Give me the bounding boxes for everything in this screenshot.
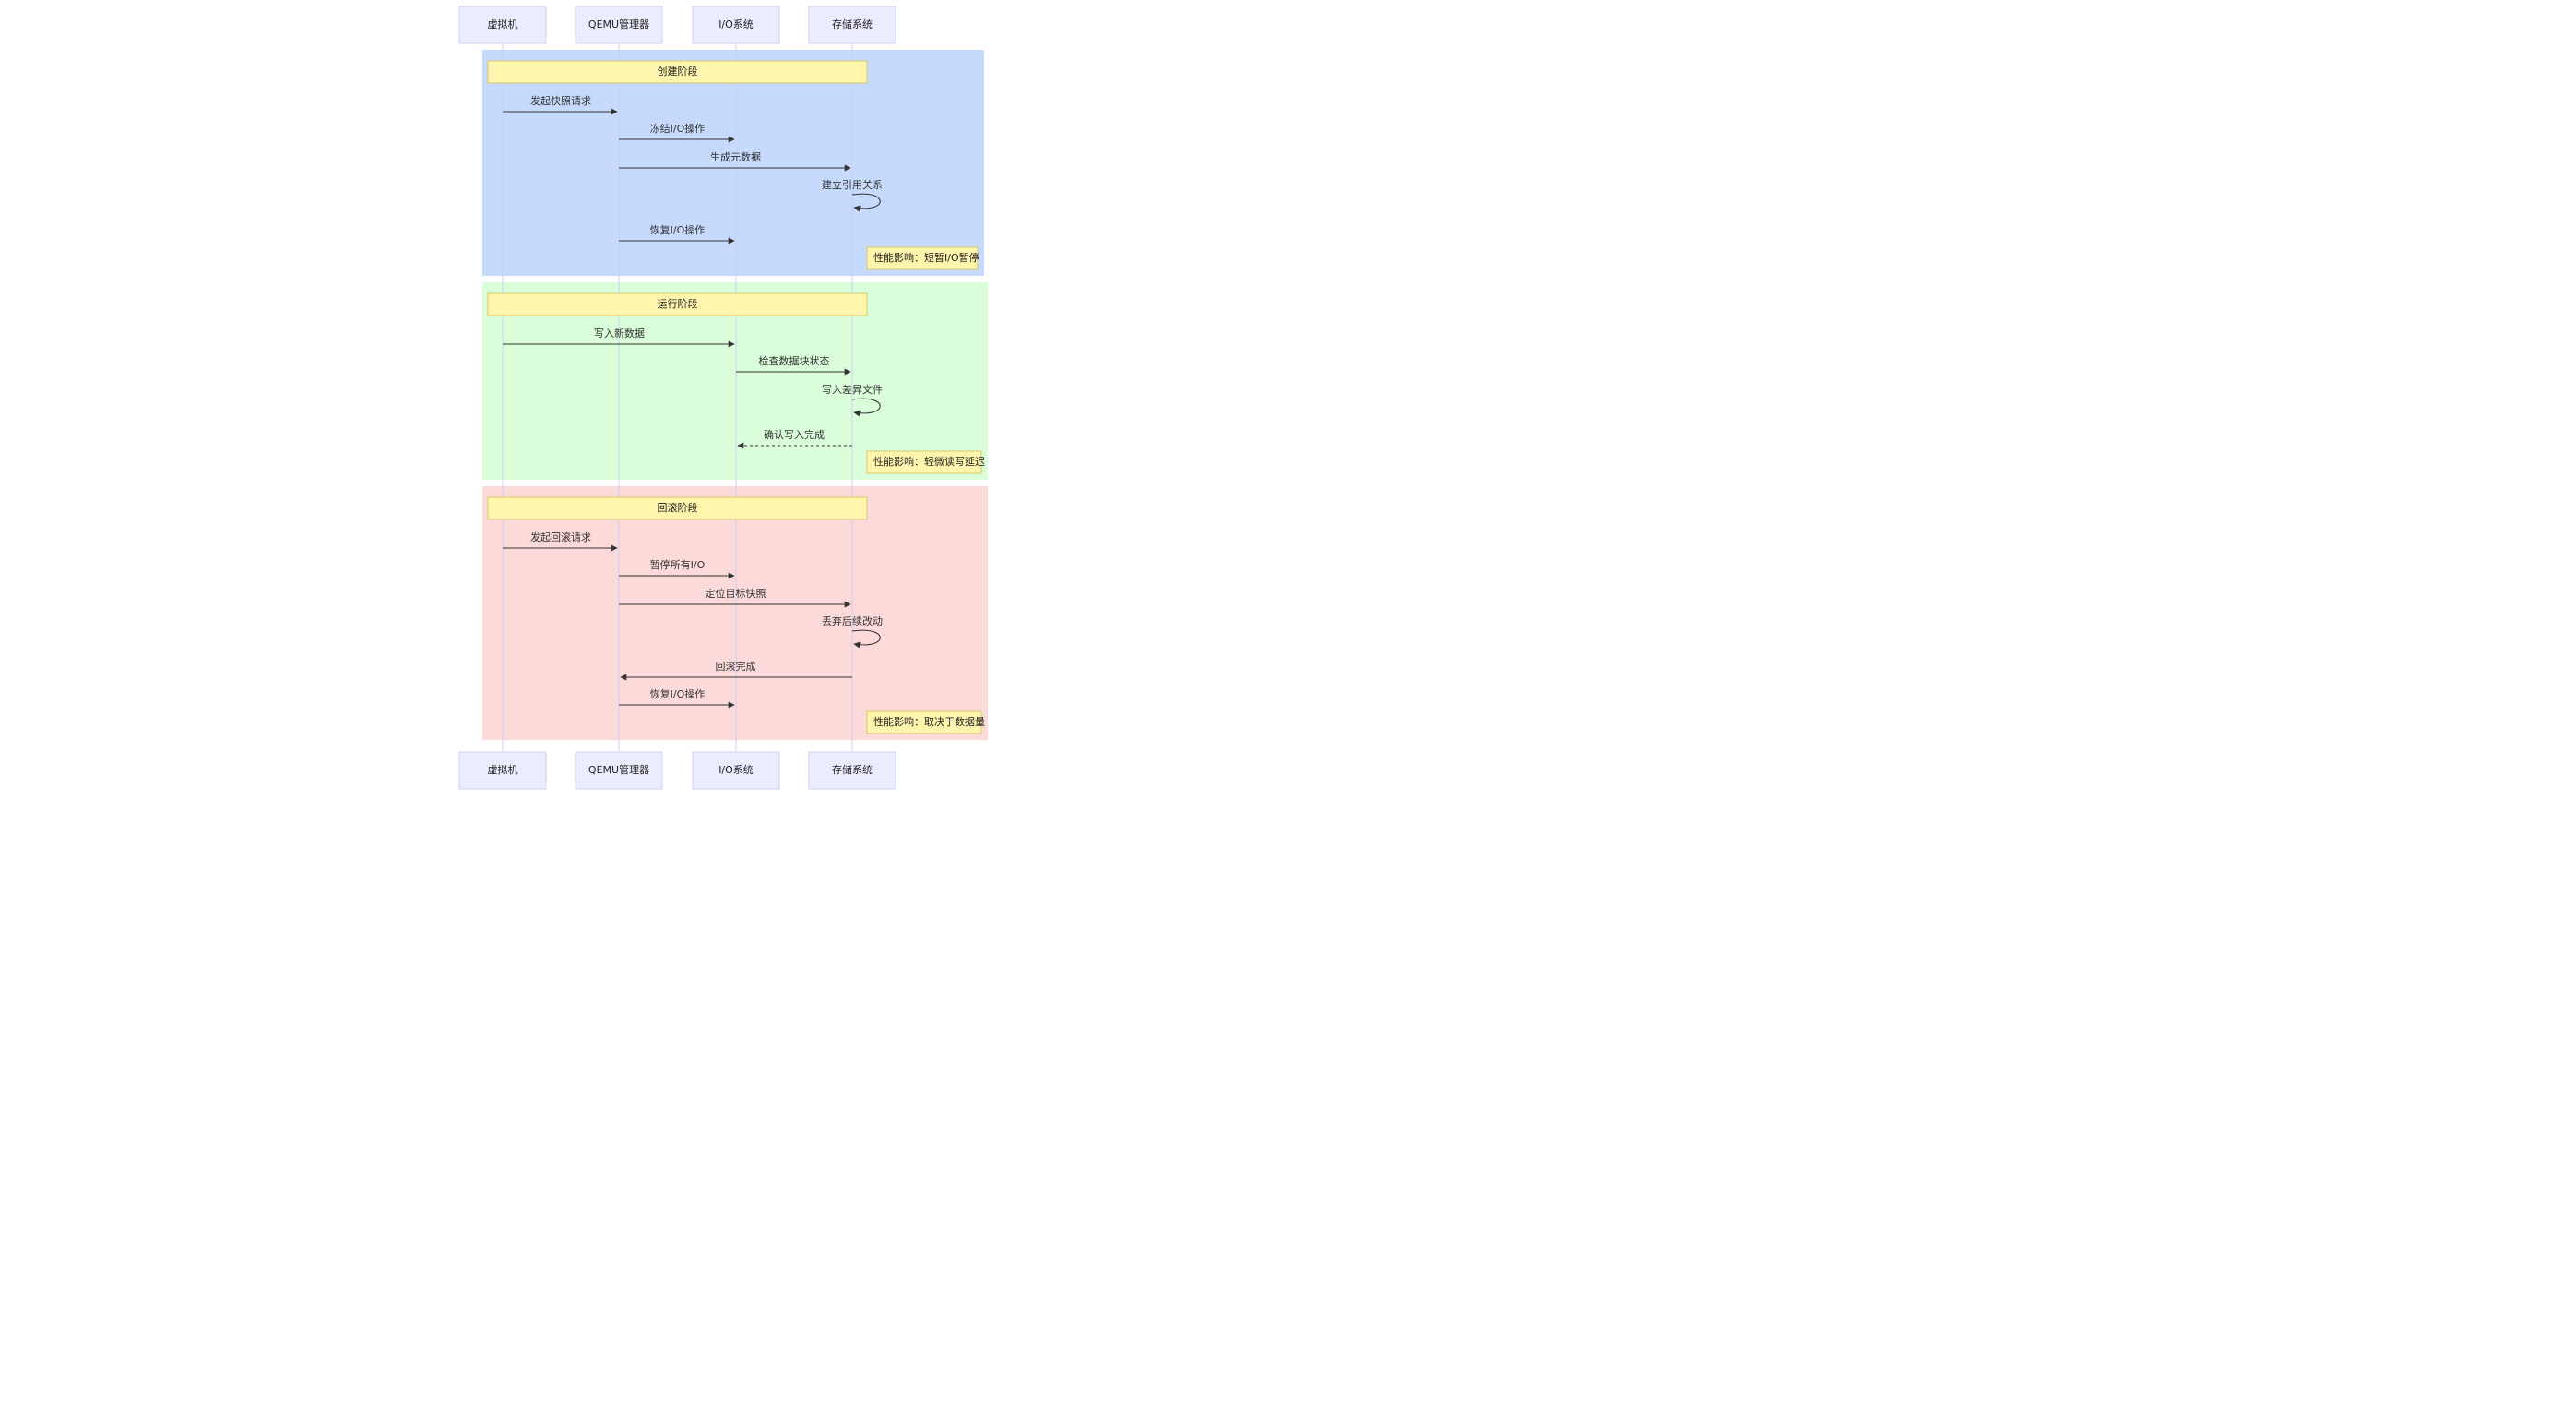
message: 发起回滚请求 xyxy=(503,531,618,552)
message: 恢复I/O操作 xyxy=(619,223,735,244)
actor-box xyxy=(458,751,547,790)
message-label: 发起快照请求 xyxy=(530,94,591,107)
sequence-diagram: 虚拟机虚拟机QEMU管理器QEMU管理器I/O系统I/O系统存储系统存储系统创建… xyxy=(458,6,988,790)
actor-box xyxy=(808,751,896,790)
message-label: 冻结I/O操作 xyxy=(650,122,706,135)
message: 暂停所有I/O xyxy=(619,558,735,579)
phase-header-box xyxy=(487,60,868,84)
phase-header: 回滚阶段 xyxy=(487,496,868,520)
actor-storage-top: 存储系统 xyxy=(808,6,896,44)
actor-label: QEMU管理器 xyxy=(588,763,649,776)
performance-note: 性能影响：取决于数据量 xyxy=(866,710,985,734)
message-label: 检查数据块状态 xyxy=(759,354,830,367)
message: 确认写入完成 xyxy=(737,428,852,449)
message-label: 发起回滚请求 xyxy=(530,531,591,543)
message: 恢复I/O操作 xyxy=(619,687,735,709)
message: 回滚完成 xyxy=(620,660,852,681)
message-label: 写入新数据 xyxy=(594,327,645,340)
phase-header-box xyxy=(487,292,868,316)
actor-box xyxy=(692,6,780,44)
actor-box xyxy=(692,751,780,790)
actor-io-top: I/O系统 xyxy=(692,6,780,44)
phase-background xyxy=(482,486,988,740)
note-text: 性能影响：轻微读写延迟 xyxy=(873,455,985,468)
self-message-arrow xyxy=(851,398,881,417)
phase-header-box xyxy=(487,496,868,520)
actor-storage-bottom: 存储系统 xyxy=(808,751,896,790)
message-label: 丢弃后续改动 xyxy=(822,614,883,627)
phase-title: 运行阶段 xyxy=(658,297,698,310)
message-label: 定位目标快照 xyxy=(706,587,766,600)
message: 写入新数据 xyxy=(503,327,735,348)
message-label: 写入差异文件 xyxy=(822,383,883,396)
actor-vm-bottom: 虚拟机 xyxy=(458,751,547,790)
note-box xyxy=(866,450,982,474)
message-label: 建立引用关系 xyxy=(822,178,883,191)
note-text: 性能影响：短暂I/O暂停 xyxy=(873,251,979,264)
phase-title: 回滚阶段 xyxy=(658,501,698,514)
message-label: 生成元数据 xyxy=(710,150,761,163)
note-box xyxy=(866,710,982,734)
actor-io-bottom: I/O系统 xyxy=(692,751,780,790)
actor-qemu-top: QEMU管理器 xyxy=(575,6,663,44)
self-message-arrow xyxy=(851,629,881,649)
actor-label: 存储系统 xyxy=(832,18,873,30)
actor-box xyxy=(458,6,547,44)
actor-label: QEMU管理器 xyxy=(588,18,649,30)
message: 丢弃后续改动 xyxy=(822,614,883,649)
message-label: 回滚完成 xyxy=(716,660,756,673)
message: 冻结I/O操作 xyxy=(619,122,735,143)
actor-box xyxy=(575,6,663,44)
actor-label: 存储系统 xyxy=(832,763,873,776)
actor-box xyxy=(575,751,663,790)
actor-box xyxy=(808,6,896,44)
message: 写入差异文件 xyxy=(822,383,883,417)
message: 建立引用关系 xyxy=(822,178,883,212)
phase-title: 创建阶段 xyxy=(658,65,698,78)
actor-qemu-bottom: QEMU管理器 xyxy=(575,751,663,790)
actor-label: 虚拟机 xyxy=(488,18,518,30)
performance-note: 性能影响：轻微读写延迟 xyxy=(866,450,985,474)
actor-label: 虚拟机 xyxy=(488,763,518,776)
message-label: 恢复I/O操作 xyxy=(650,687,706,700)
self-message-arrow xyxy=(851,193,881,212)
note-text: 性能影响：取决于数据量 xyxy=(873,715,985,728)
phase-header: 运行阶段 xyxy=(487,292,868,316)
message-label: 暂停所有I/O xyxy=(650,558,706,571)
message: 生成元数据 xyxy=(619,150,851,172)
message: 定位目标快照 xyxy=(619,587,851,608)
actor-label: I/O系统 xyxy=(718,18,754,30)
message: 检查数据块状态 xyxy=(736,354,851,376)
actor-vm-top: 虚拟机 xyxy=(458,6,547,44)
note-box xyxy=(866,246,979,270)
actor-label: I/O系统 xyxy=(718,764,754,776)
message-label: 恢复I/O操作 xyxy=(650,223,706,236)
message: 发起快照请求 xyxy=(503,94,618,115)
phase-header: 创建阶段 xyxy=(487,60,868,84)
performance-note: 性能影响：短暂I/O暂停 xyxy=(866,246,979,270)
message-label: 确认写入完成 xyxy=(764,428,825,441)
